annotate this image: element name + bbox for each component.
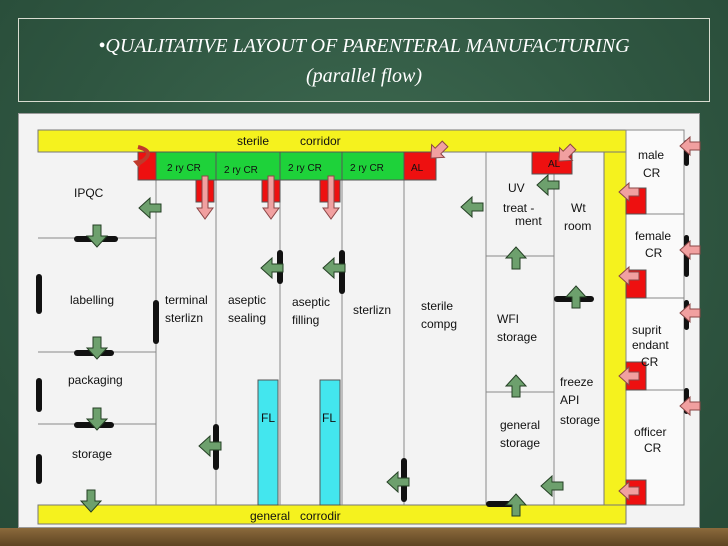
air-lock-label: AL (411, 163, 424, 174)
room-label-male-cr: CR (643, 166, 661, 180)
room-label-aseptic-sealing: aseptic (228, 293, 266, 307)
arrow-up (565, 285, 587, 309)
room-label-general-storage: general (500, 418, 540, 432)
room-label-supritendant-cr: suprit (632, 323, 662, 337)
room-label-freeze-api-storage: storage (560, 413, 600, 427)
room-label-storage: storage (72, 447, 112, 461)
air-lock-label: 2 ry CR (288, 163, 322, 174)
room-label-uv-treatment: ment (515, 214, 542, 228)
arrow-up (505, 246, 527, 270)
room-label-officer-cr: officer (634, 425, 666, 439)
room-label-wt-room: room (564, 219, 591, 233)
laminar-flow-label: FL (261, 411, 275, 425)
laminar-flow-label: FL (322, 411, 336, 425)
title-box: •QUALITATIVE LAYOUT OF PARENTERAL MANUFA… (18, 18, 710, 102)
arrow-down (86, 224, 108, 248)
room-label-sterile-compg: compg (421, 317, 457, 331)
laminar-flow-unit-1 (257, 379, 279, 506)
air-lock-label: 2 ry CR (224, 165, 258, 176)
room-label-aseptic-sealing: sealing (228, 311, 266, 325)
room-label-male-cr: male (638, 148, 664, 162)
room-label-supritendant-cr: endant (632, 338, 669, 352)
room-label-freeze-api-storage: API (560, 393, 579, 407)
arrow-left (460, 196, 484, 218)
air-lock-2ry-cr-1 (155, 151, 217, 181)
room-label-wfi-storage: WFI (497, 312, 519, 326)
room-partitions (38, 152, 684, 505)
air-lock-label: 2 ry CR (167, 163, 201, 174)
room-label-general-storage: storage (500, 436, 540, 450)
room-label-female-cr: CR (645, 246, 663, 260)
room-label-wt-room: Wt (571, 201, 586, 215)
arrow-up (505, 374, 527, 398)
air-lock-2ry-cr-2 (215, 151, 281, 181)
air-lock-al-1 (403, 151, 437, 181)
board-sill (0, 528, 728, 546)
general-corridor-side (603, 151, 627, 506)
arrow-curved-head (133, 159, 143, 168)
room-label-freeze-api-storage: freeze (560, 375, 594, 389)
room-label-packaging: packaging (68, 373, 123, 387)
air-lock-2ry-cr-4 (341, 151, 405, 181)
layout-frame (18, 113, 700, 528)
arrow-left (138, 197, 162, 219)
room-label-terminal-sterlizn: terminal (165, 293, 208, 307)
room-label-uv-treatment: UV (508, 181, 525, 195)
room-label-sterile-compg: sterile (421, 299, 453, 313)
room-label-aseptic-filling: filling (292, 313, 319, 327)
arrow-left (536, 174, 560, 196)
title-line-1: •QUALITATIVE LAYOUT OF PARENTERAL MANUFA… (98, 35, 630, 57)
door-markers (36, 140, 689, 507)
title-line-2: (parallel flow) (305, 65, 423, 87)
room-label-officer-cr: CR (644, 441, 662, 455)
air-lock-label: 2 ry CR (350, 163, 384, 174)
arrow-left (540, 475, 564, 497)
room-label-uv-treatment: treat - (503, 201, 534, 215)
room-label-female-cr: female (635, 229, 671, 243)
room-label-labelling: labelling (70, 293, 114, 307)
room-label-wfi-storage: storage (497, 330, 537, 344)
room-label-terminal-sterlizn: sterlizn (165, 311, 203, 325)
corridor-label-corridor: corridor (300, 134, 341, 148)
corridor-label-general: general (250, 509, 290, 523)
room-label-supritendant-cr: CR (641, 355, 659, 369)
corridor-label-sterile: sterile (237, 134, 269, 148)
laminar-flow-unit-2 (319, 379, 341, 506)
corridor-label-corrodir: corrodir (300, 509, 341, 523)
room-label-aseptic-filling: aseptic (292, 295, 330, 309)
room-label-ipqc: IPQC (74, 186, 104, 200)
room-label-sterlizn: sterlizn (353, 303, 391, 317)
air-lock-label: AL (548, 159, 561, 170)
